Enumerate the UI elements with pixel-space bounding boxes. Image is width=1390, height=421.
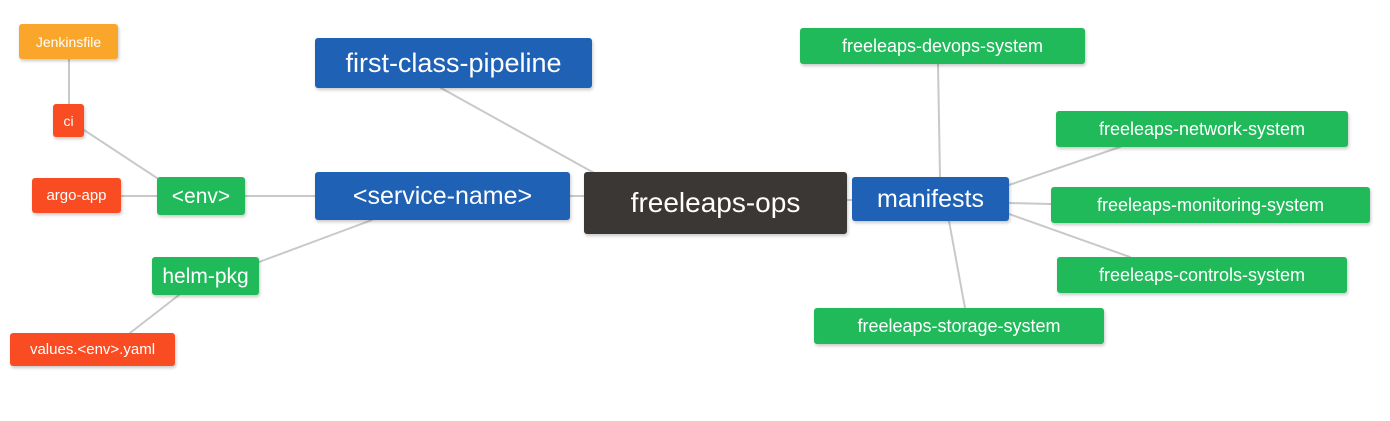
mindmap-node-label: Jenkinsfile: [35, 33, 102, 50]
mindmap-node-helm-pkg[interactable]: helm-pkg: [152, 257, 259, 295]
edge-helm-pkg-to-values-yaml: [129, 294, 180, 334]
mindmap-node-jenkinsfile[interactable]: Jenkinsfile: [19, 24, 118, 59]
mindmap-node-label: freeleaps-controls-system: [1098, 265, 1306, 285]
mindmap-node-freeleaps-ops[interactable]: freeleaps-ops: [584, 172, 847, 234]
mindmap-node-manifests[interactable]: manifests: [852, 177, 1009, 221]
edge-first-class-pipeline-to-freeleaps-ops: [440, 87, 597, 175]
mindmap-node-label: freeleaps-devops-system: [841, 36, 1044, 56]
mindmap-node-freeleaps-devops-system[interactable]: freeleaps-devops-system: [800, 28, 1085, 64]
mindmap-node-label: freeleaps-ops: [630, 187, 801, 218]
mindmap-node-ci[interactable]: ci: [53, 104, 84, 137]
edge-manifests-to-freeleaps-monitoring-system: [1008, 202, 1052, 205]
mindmap-node-label: freeleaps-storage-system: [857, 316, 1061, 336]
mindmap-node-label: freeleaps-network-system: [1098, 119, 1306, 139]
mindmap-node-label: manifests: [877, 184, 984, 213]
mindmap-node-service-name[interactable]: <service-name>: [315, 172, 570, 220]
mindmap-node-label: values.<env>.yaml: [29, 341, 156, 358]
mindmap-node-label: <env>: [171, 184, 231, 208]
mindmap-node-freeleaps-monitoring-system[interactable]: freeleaps-monitoring-system: [1051, 187, 1370, 223]
mindmap-node-label: argo-app: [46, 187, 107, 204]
edge-manifests-to-freeleaps-devops-system: [937, 63, 941, 178]
mindmap-node-label: helm-pkg: [162, 264, 249, 288]
mindmap-node-label: first-class-pipeline: [345, 47, 562, 78]
mindmap-node-argo-app[interactable]: argo-app: [32, 178, 121, 213]
mindmap-node-env[interactable]: <env>: [157, 177, 245, 215]
edge-ci-to-env: [83, 129, 161, 181]
mindmap-node-label: <service-name>: [352, 181, 533, 210]
mindmap-node-label: freeleaps-monitoring-system: [1096, 195, 1325, 215]
edge-service-name-to-helm-pkg: [258, 219, 373, 263]
mindmap-node-first-class-pipeline[interactable]: first-class-pipeline: [315, 38, 592, 88]
mindmap-node-values-yaml[interactable]: values.<env>.yaml: [10, 333, 175, 366]
mindmap-node-freeleaps-storage-system[interactable]: freeleaps-storage-system: [814, 308, 1104, 344]
edge-manifests-to-freeleaps-network-system: [1008, 146, 1121, 186]
edge-manifests-to-freeleaps-storage-system: [948, 220, 966, 309]
mindmap-node-label: ci: [63, 112, 74, 129]
mindmap-node-freeleaps-controls-system[interactable]: freeleaps-controls-system: [1057, 257, 1347, 293]
mindmap-node-freeleaps-network-system[interactable]: freeleaps-network-system: [1056, 111, 1348, 147]
